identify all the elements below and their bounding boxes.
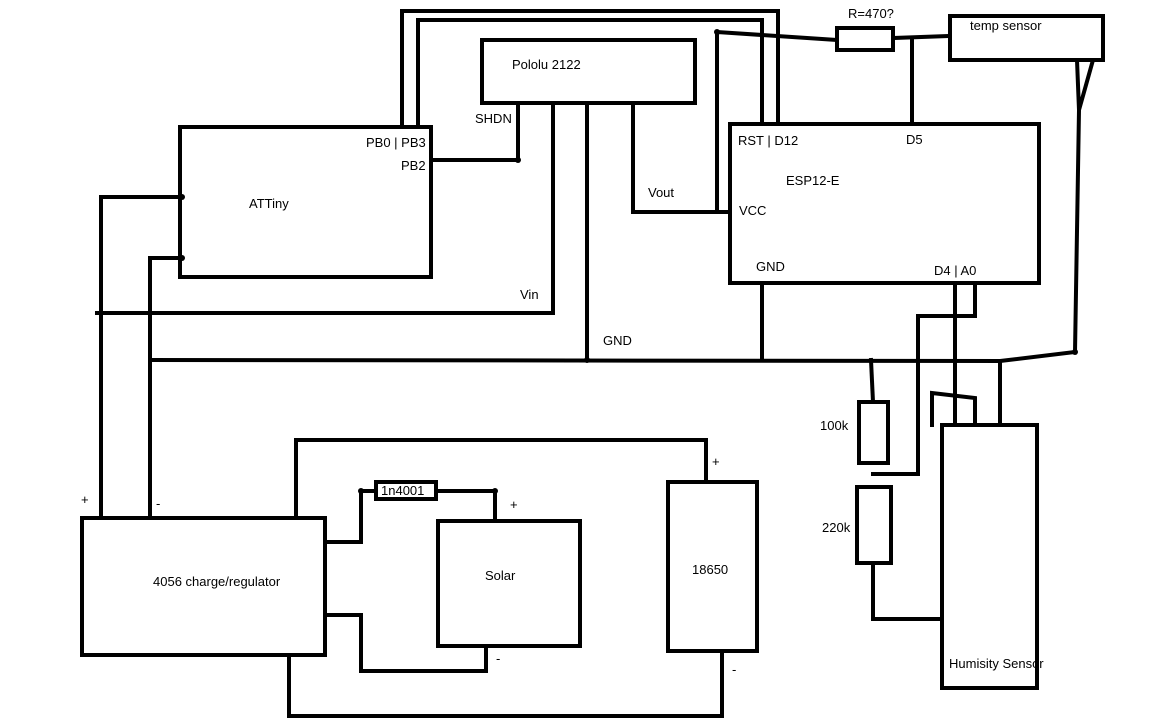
wire-minus-rail — [148, 256, 184, 520]
pin-esp-gnd: GND — [756, 259, 785, 274]
wire-r470-temp — [890, 33, 953, 41]
battery-label: 18650 — [692, 562, 728, 577]
resistor-220k — [855, 485, 893, 565]
charger-minus-mark: - — [156, 496, 160, 511]
diode-label: 1n4001 — [381, 483, 424, 498]
temp-sensor-box — [948, 14, 1105, 62]
wire-gnd-bus — [147, 357, 1003, 364]
wire-solar-plus — [323, 489, 378, 544]
pin-pb0-pb3: PB0 | PB3 — [366, 135, 426, 150]
junction-dot — [179, 194, 185, 200]
wire-vin — [95, 101, 555, 315]
pin-rst-d12: RST | D12 — [738, 133, 798, 148]
junction-dot — [515, 157, 521, 163]
pin-gnd-bus: GND — [603, 333, 632, 348]
battery-plus-mark: + — [712, 454, 720, 469]
pololu-label: Pololu 2122 — [512, 57, 581, 72]
wire-plus-rail — [99, 195, 184, 520]
pin-vcc: VCC — [739, 203, 766, 218]
wire-battery-plus — [294, 438, 708, 520]
attiny-label: ATTiny — [249, 196, 289, 211]
wire-vout-vcc — [631, 101, 732, 214]
solar-label: Solar — [485, 568, 516, 583]
charger-plus-mark: + — [81, 492, 89, 507]
battery-box — [666, 480, 759, 653]
esp-label: ESP12-E — [786, 173, 840, 188]
diode-box — [374, 480, 438, 501]
temp-sensor-label: temp sensor — [970, 18, 1042, 33]
charger-box — [80, 516, 327, 657]
solar-minus-mark: - — [496, 651, 500, 666]
esp-box — [728, 122, 1041, 285]
wire-pb0-loop — [400, 9, 780, 129]
pololu-box — [480, 38, 697, 105]
wire-a0 — [871, 281, 977, 476]
junction-dot — [358, 488, 364, 494]
resistor-220k-label: 220k — [822, 520, 851, 535]
wire-pb3-loop — [416, 18, 764, 129]
humidity-label: Humisity Sensor — [949, 656, 1044, 671]
attiny-box — [178, 125, 433, 279]
wire-solar-minus — [323, 613, 488, 673]
wire-temp-gnd — [1074, 57, 1096, 111]
resistor-r470-label: R=470? — [848, 6, 894, 21]
wire-battery-minus — [287, 649, 724, 718]
pin-pb2: PB2 — [401, 158, 426, 173]
junction-dot — [714, 29, 720, 35]
resistor-100k-label: 100k — [820, 418, 849, 433]
pin-vin: Vin — [520, 287, 539, 302]
humidity-box — [940, 423, 1039, 690]
pin-d5: D5 — [906, 132, 923, 147]
wire-divider-top — [868, 357, 876, 405]
pin-shdn: SHDN — [475, 111, 512, 126]
wire-diode-solar — [434, 489, 497, 523]
battery-minus-mark: - — [732, 662, 736, 677]
pin-d4-a0: D4 | A0 — [934, 263, 976, 278]
junction-dot — [179, 255, 185, 261]
pin-vout: Vout — [648, 185, 674, 200]
charger-label: 4056 charge/regulator — [153, 574, 281, 589]
solar-plus-mark: + — [510, 497, 518, 512]
junction-dot — [584, 357, 590, 363]
wire-divider-bottom — [871, 561, 944, 621]
junction-dots — [179, 29, 1078, 494]
solar-box — [436, 519, 582, 648]
junction-dot — [1072, 349, 1078, 355]
resistor-100k — [857, 400, 890, 465]
wire-humidity-a — [930, 390, 977, 427]
junction-dot — [492, 488, 498, 494]
resistor-r470 — [835, 26, 895, 52]
